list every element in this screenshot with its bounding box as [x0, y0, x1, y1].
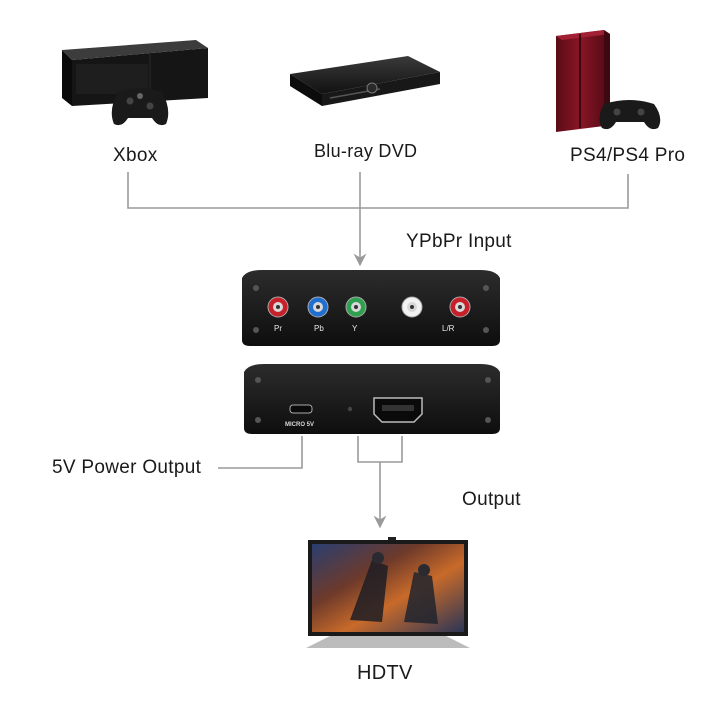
hdmi-port [373, 397, 423, 423]
output-connector-lines [218, 436, 403, 529]
rca-port-pr [267, 296, 289, 318]
port-label: Pb [314, 324, 324, 333]
source-connector-lines [127, 172, 629, 267]
ypbpr-ports: Pr Pb Y L/R [267, 296, 471, 333]
rca-port-pb [307, 296, 329, 318]
port-label: Y [352, 324, 358, 333]
ps4-controller-icon [599, 100, 661, 130]
status-led [347, 406, 353, 412]
ps4-console-icon [556, 30, 610, 132]
power-output-label: 5V Power Output [52, 457, 202, 478]
hdtv-label: HDTV [357, 662, 413, 684]
xbox-controller-icon [111, 88, 169, 126]
hdtv-icon [306, 537, 470, 648]
output-label: Output [462, 489, 521, 510]
port-label: Pr [274, 324, 282, 333]
rca-port-white [401, 296, 423, 318]
converter-output-panel [244, 364, 500, 434]
rca-port-lr [449, 296, 471, 318]
source-label-ps4: PS4/PS4 Pro [570, 145, 686, 166]
source-label-xbox: Xbox [113, 145, 158, 166]
source-label-bluray: Blu-ray DVD [314, 141, 418, 161]
input-label: YPbPr Input [406, 231, 512, 252]
bluray-player-icon [290, 56, 440, 106]
port-label: L/R [442, 324, 455, 333]
micro-usb-port: MICRO 5V [285, 404, 314, 428]
converter-input-panel [242, 270, 500, 346]
rca-port-y [345, 296, 367, 318]
micro-port-label: MICRO 5V [285, 422, 314, 428]
